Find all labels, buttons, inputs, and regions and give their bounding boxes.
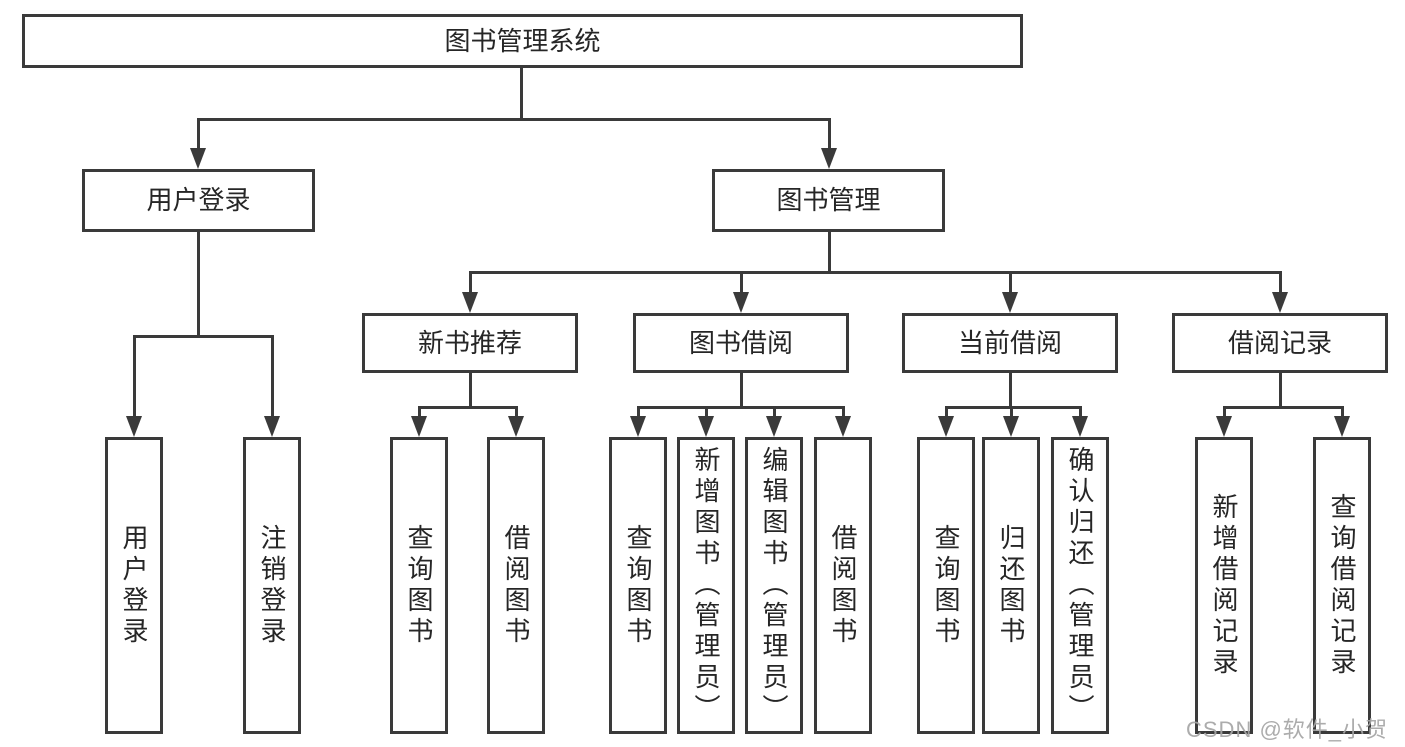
node-current-borrowing: 当前借阅 — [902, 313, 1118, 373]
leaf-user-login: 用户登录 — [105, 437, 163, 734]
node-book-management: 图书管理 — [712, 169, 945, 232]
connector-line — [418, 406, 518, 409]
arrow-down-icon — [733, 292, 749, 313]
leaf-return-books: 归还图书 — [982, 437, 1040, 734]
connector-line — [271, 335, 274, 419]
leaf-recommend-query-books-label: 查询图书 — [404, 523, 434, 648]
node-current-borrowing-label: 当前借阅 — [957, 327, 1062, 358]
leaf-borrowing-borrow-books-label: 借阅图书 — [828, 523, 858, 648]
connector-line — [133, 335, 136, 419]
arrow-down-icon — [630, 416, 646, 437]
leaf-current-query-books: 查询图书 — [917, 437, 975, 734]
node-borrowing-records: 借阅记录 — [1172, 313, 1388, 373]
connector-line — [1279, 271, 1282, 297]
connector-line — [1223, 406, 1226, 421]
leaf-add-borrow-record-label: 新增借阅记录 — [1209, 492, 1239, 679]
connector-line — [469, 373, 472, 409]
connector-line — [637, 406, 845, 409]
connector-line — [637, 406, 640, 421]
leaf-query-borrow-record-label: 查询借阅记录 — [1327, 492, 1357, 679]
arrow-down-icon — [508, 416, 524, 437]
connector-line — [469, 271, 1282, 274]
node-borrowing-records-label: 借阅记录 — [1227, 327, 1332, 358]
connector-line — [773, 406, 776, 421]
arrow-down-icon — [411, 416, 427, 437]
node-library-management-system: 图书管理系统 — [22, 14, 1023, 68]
node-book-borrowing: 图书借阅 — [633, 313, 849, 373]
leaf-current-query-books-label: 查询图书 — [931, 523, 961, 648]
leaf-recommend-borrow-books: 借阅图书 — [487, 437, 545, 734]
connector-line — [705, 406, 708, 421]
leaf-add-books-admin-label: 新增图书（管理员） — [691, 446, 721, 725]
arrow-down-icon — [766, 416, 782, 437]
connector-line — [418, 406, 421, 421]
connector-line — [740, 373, 743, 409]
leaf-query-borrow-record: 查询借阅记录 — [1313, 437, 1371, 734]
connector-line — [828, 232, 831, 274]
leaf-add-books-admin: 新增图书（管理员） — [677, 437, 735, 734]
node-user-login-label: 用户登录 — [146, 185, 251, 216]
node-library-management-system-label: 图书管理系统 — [444, 25, 601, 56]
connector-line — [1009, 271, 1012, 297]
node-user-login: 用户登录 — [82, 169, 315, 232]
leaf-confirm-return-admin: 确认归还（管理员） — [1051, 437, 1109, 734]
arrow-down-icon — [938, 416, 954, 437]
arrow-down-icon — [1272, 292, 1288, 313]
connector-line — [520, 68, 523, 120]
leaf-recommend-borrow-books-label: 借阅图书 — [501, 523, 531, 648]
node-book-borrowing-label: 图书借阅 — [688, 327, 793, 358]
leaf-recommend-query-books: 查询图书 — [390, 437, 448, 734]
node-new-book-recommend: 新书推荐 — [362, 313, 578, 373]
arrow-down-icon — [1072, 416, 1088, 437]
csdn-watermark: CSDN @软件_小贺同学 — [1186, 717, 1389, 742]
leaf-edit-books-admin: 编辑图书（管理员） — [745, 437, 803, 734]
leaf-user-login-label: 用户登录 — [119, 523, 149, 648]
leaf-confirm-return-admin-label: 确认归还（管理员） — [1065, 446, 1095, 725]
leaf-borrowing-query-books-label: 查询图书 — [623, 523, 653, 648]
connector-line — [197, 118, 200, 152]
leaf-logout-login-label: 注销登录 — [257, 523, 287, 648]
connector-line — [1010, 406, 1013, 421]
arrow-down-icon — [190, 148, 206, 169]
connector-line — [828, 118, 831, 152]
arrow-down-icon — [1002, 292, 1018, 313]
arrow-down-icon — [835, 416, 851, 437]
connector-line — [133, 335, 274, 338]
arrow-down-icon — [126, 416, 142, 437]
leaf-logout-login: 注销登录 — [243, 437, 301, 734]
connector-line — [197, 232, 200, 338]
connector-line — [515, 406, 518, 421]
arrow-down-icon — [264, 416, 280, 437]
connector-line — [1009, 373, 1012, 409]
arrow-down-icon — [1334, 416, 1350, 437]
connector-line — [740, 271, 743, 297]
connector-line — [1341, 406, 1344, 421]
leaf-add-borrow-record: 新增借阅记录 — [1195, 437, 1253, 734]
connector-line — [197, 118, 830, 121]
node-book-management-label: 图书管理 — [776, 185, 881, 216]
leaf-edit-books-admin-label: 编辑图书（管理员） — [759, 446, 789, 725]
connector-line — [469, 271, 472, 297]
leaf-borrowing-borrow-books: 借阅图书 — [814, 437, 872, 734]
connector-line — [1079, 406, 1082, 421]
connector-line — [842, 406, 845, 421]
connector-line — [1279, 373, 1282, 409]
connector-line — [945, 406, 948, 421]
arrow-down-icon — [821, 148, 837, 169]
node-new-book-recommend-label: 新书推荐 — [417, 327, 522, 358]
connector-line — [1223, 406, 1344, 409]
leaf-return-books-label: 归还图书 — [996, 523, 1026, 648]
connector-line — [945, 406, 1082, 409]
arrow-down-icon — [462, 292, 478, 313]
arrow-down-icon — [698, 416, 714, 437]
arrow-down-icon — [1003, 416, 1019, 437]
leaf-borrowing-query-books: 查询图书 — [609, 437, 667, 734]
arrow-down-icon — [1216, 416, 1232, 437]
